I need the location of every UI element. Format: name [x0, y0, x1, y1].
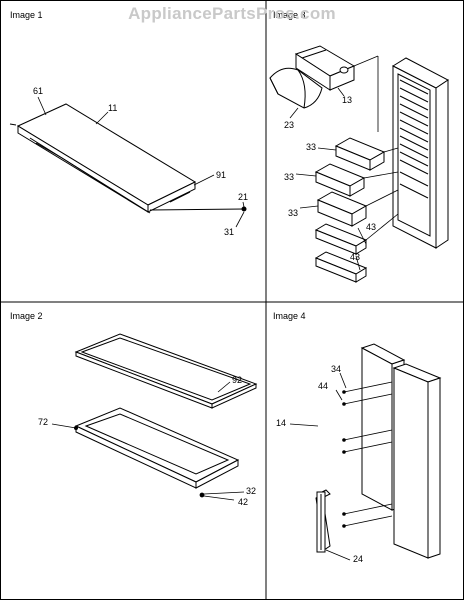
panel-title-image3: Image 3: [273, 10, 306, 20]
callout-43b: 43: [350, 252, 360, 262]
callout-43a: 43: [366, 222, 376, 232]
callout-72: 72: [38, 417, 48, 427]
callout-14: 14: [276, 418, 286, 428]
callout-42: 42: [238, 497, 248, 507]
callout-92: 92: [232, 375, 242, 385]
panel-title-image4: Image 4: [273, 311, 306, 321]
callout-33a: 33: [306, 142, 316, 152]
callout-11: 11: [108, 103, 117, 113]
callout-21: 21: [238, 192, 248, 202]
panel-title-image1: Image 1: [10, 10, 43, 20]
image3-leader-lines: [289, 55, 399, 271]
panel-title-image2: Image 2: [10, 311, 43, 321]
callout-44: 44: [318, 381, 328, 391]
callout-32: 32: [246, 486, 256, 496]
image4-door-panels: [360, 343, 442, 559]
image3-bins-43: [314, 223, 368, 283]
callout-31: 31: [224, 227, 234, 237]
image4-hardware: [342, 381, 393, 528]
callout-24: 24: [353, 554, 363, 564]
image2-glass-panel: [74, 333, 258, 409]
image3-cover-23: [269, 67, 323, 109]
callout-91: 91: [216, 170, 226, 180]
callout-13: 13: [342, 95, 352, 105]
image1-leader-lines: [37, 96, 245, 228]
callout-33b: 33: [284, 172, 294, 182]
callout-23: 23: [284, 120, 294, 130]
callout-34: 34: [331, 364, 341, 374]
image2-shelf-frame: [74, 407, 240, 489]
callout-33c: 33: [288, 208, 298, 218]
image3-door-drawing: [391, 57, 449, 249]
callout-61: 61: [33, 86, 43, 96]
image3-bins-33: [314, 137, 386, 227]
image3-bin-13: [294, 45, 356, 91]
image4-leader-lines: [289, 372, 351, 561]
watermark: AppliancePartsPros.com: [128, 4, 336, 23]
image4-gasket: [315, 489, 331, 553]
image1-shelf-drawing: [9, 103, 247, 214]
image2-leader-lines: [51, 381, 245, 501]
